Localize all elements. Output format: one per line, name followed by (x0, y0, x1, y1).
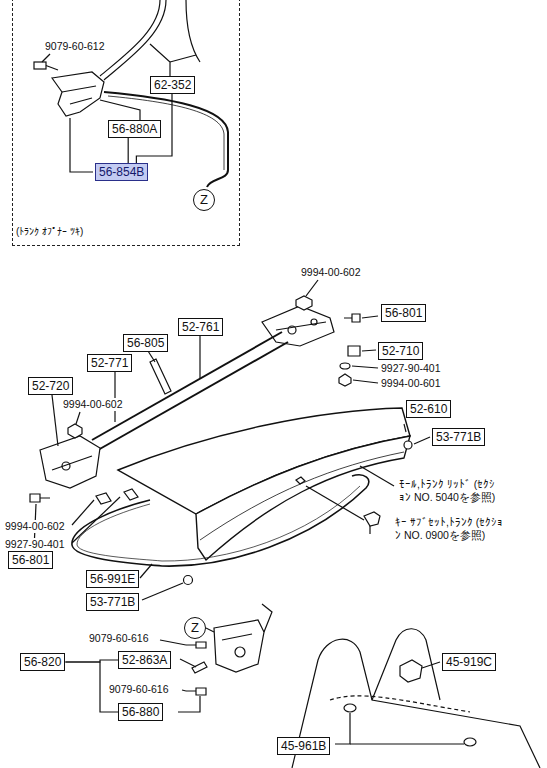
part-number-box: 52-610 (406, 400, 451, 418)
part-number: 52-863A (122, 653, 167, 667)
fastener-number: 9079-60-612 (44, 40, 106, 53)
part-number: 52-771 (91, 356, 128, 370)
option-note: (ﾄﾗﾝｸ ｵﾌﾟﾅｰ ﾂｷ) (16, 225, 83, 239)
part-number: 52-610 (410, 402, 447, 416)
reference-note: ｷｰ ｻﾌﾞｾｯﾄ,ﾄﾗﾝｸ (ｾｸｼｮﾝ NO. 0900を参照) (394, 516, 506, 542)
part-number: 56-801 (385, 306, 422, 320)
part-number-box: 56-880 (118, 703, 163, 721)
assembly-number-box: 56-854B (95, 163, 148, 181)
part-number-box: 52-720 (28, 377, 73, 395)
fastener-number: 9927-90-401 (4, 538, 66, 551)
part-number: 52-761 (182, 320, 219, 334)
weatherstrip (72, 475, 369, 600)
part-number: 45-961B (281, 739, 326, 753)
part-number-box: 52-710 (378, 342, 423, 360)
part-number: 45-919C (446, 655, 492, 669)
trunk-latch (160, 604, 272, 712)
fastener-number: 9994-00-602 (62, 398, 124, 411)
part-number: 52-710 (382, 344, 419, 358)
option-region: (ﾄﾗﾝｸ ｵﾌﾟﾅｰ ﾂｷ) 62-352 56-880A 56-854B Z (12, 0, 240, 246)
part-number-box: 56-801 (381, 304, 426, 322)
part-number-box: 53-771B (432, 428, 485, 446)
fastener-number: 9079-60-616 (88, 632, 150, 645)
part-number-box: 56-801 (8, 551, 53, 569)
part-number: 56-880A (112, 122, 157, 136)
part-number: 56-801 (12, 553, 49, 567)
part-number-box: 53-771B (86, 593, 139, 611)
fastener-number: 9079-60-616 (108, 683, 170, 696)
part-number: 52-720 (32, 379, 69, 393)
part-number: 56-820 (24, 655, 61, 669)
part-number: Z (191, 620, 199, 635)
opener-cable (100, 0, 228, 187)
part-number: 53-771B (436, 430, 481, 444)
part-number-box: 52-761 (178, 318, 223, 336)
fastener-number: 9994-00-602 (4, 520, 66, 533)
reference-note: ﾓｰﾙ,ﾄﾗﾝｸ ﾘｯﾄﾞ (ｾｸｼｮﾝ NO. 5040を参照) (398, 478, 500, 504)
part-number-box: 45-961B (277, 737, 330, 755)
part-number: 56-991E (90, 572, 135, 586)
part-number: 56-880 (122, 705, 159, 719)
part-number: 56-854B (99, 165, 144, 179)
reference-circle: Z (184, 617, 206, 639)
key-cylinder (306, 486, 380, 534)
trunk-lid (118, 408, 430, 560)
fastener-number: 9994-00-601 (380, 377, 442, 390)
part-number-box: 56-880A (108, 120, 161, 138)
part-number: 62-352 (154, 78, 191, 92)
part-number-box: 56-805 (123, 334, 168, 352)
opener-lever (34, 54, 140, 172)
leader-bracket (128, 138, 129, 163)
part-number-box: 56-991E (86, 570, 139, 588)
fastener-number: 9994-00-602 (300, 266, 362, 279)
part-number-box: 62-352 (150, 76, 195, 94)
reference-circle: Z (193, 189, 215, 211)
part-number-box: 52-863A (118, 651, 171, 669)
part-number: 53-771B (90, 595, 135, 609)
assembly-number-box: 56-820 (20, 653, 65, 671)
part-number: 56-805 (127, 336, 164, 350)
part-number-box: 52-771 (87, 354, 132, 372)
part-number: Z (200, 192, 208, 207)
fastener-number: 9927-90-401 (380, 362, 442, 375)
part-number-box: 45-919C (442, 653, 496, 671)
